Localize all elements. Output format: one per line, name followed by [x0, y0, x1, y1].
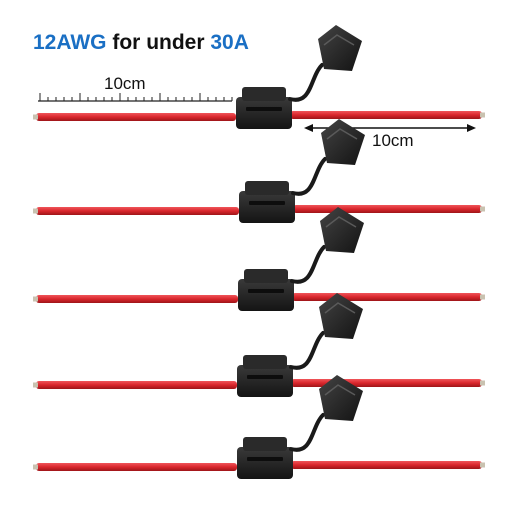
holder-body — [239, 191, 295, 223]
wire-tip-right — [480, 206, 485, 212]
headline-wire-gauge: 12AWG — [33, 31, 107, 54]
cap-edge — [323, 34, 355, 46]
wire-tip-left — [33, 464, 38, 470]
holder-top — [243, 437, 287, 451]
wire-tip-right — [480, 294, 485, 300]
holder-top — [245, 181, 289, 195]
holder-slot — [246, 107, 282, 111]
holder-cap — [319, 293, 363, 339]
tether-strap — [291, 157, 327, 196]
holder-cap — [318, 25, 362, 71]
headline-connector: for under — [106, 31, 211, 54]
cap-edge — [324, 302, 356, 314]
holder-body — [236, 97, 292, 129]
holder-body — [238, 279, 294, 311]
holder-top — [243, 355, 287, 369]
red-wire-left — [36, 207, 239, 215]
tether-strap — [290, 245, 326, 284]
red-wire-right — [292, 293, 482, 301]
wire-tip-left — [33, 296, 38, 302]
holder-top — [242, 87, 286, 101]
red-wire-right — [290, 111, 482, 119]
ruler — [38, 93, 233, 102]
holder-cap — [321, 119, 365, 165]
holder-slot — [249, 201, 285, 205]
fuse-holder-assembly — [33, 293, 485, 397]
headline: 12AWG for under 30A — [33, 31, 249, 55]
red-wire-left — [36, 381, 237, 389]
red-wire-left — [36, 295, 238, 303]
red-wire-right — [293, 205, 482, 213]
fuse-holder-assembly — [33, 375, 485, 479]
wire-length-label: 10cm — [372, 131, 414, 150]
wire-tip-left — [33, 114, 38, 120]
cap-edge — [324, 384, 356, 396]
red-wire-left — [36, 463, 237, 471]
wire-tip-right — [480, 380, 485, 386]
cap-edge — [326, 128, 358, 140]
tether-strap — [288, 63, 324, 102]
holder-body — [237, 365, 293, 397]
fuse-holder-assembly — [33, 119, 485, 223]
wire-tip-left — [33, 208, 38, 214]
wire-tip-right — [480, 462, 485, 468]
holder-slot — [247, 457, 283, 461]
headline-current-rating: 30A — [210, 31, 249, 54]
wire-tip-right — [480, 112, 485, 118]
red-wire-right — [291, 379, 482, 387]
fuse-holder-assembly — [33, 25, 485, 129]
holder-cap — [319, 375, 363, 421]
holder-slot — [248, 289, 284, 293]
ruler-ticks — [39, 93, 233, 101]
wire-tip-left — [33, 382, 38, 388]
holder-slot — [247, 375, 283, 379]
tether-strap — [289, 331, 325, 370]
red-wire-left — [36, 113, 236, 121]
ruler-length-label: 10cm — [104, 74, 146, 93]
red-wire-right — [291, 461, 482, 469]
holder-body — [237, 447, 293, 479]
holder-top — [244, 269, 288, 283]
holder-cap — [320, 207, 364, 253]
tether-strap — [289, 413, 325, 452]
cap-edge — [325, 216, 357, 228]
